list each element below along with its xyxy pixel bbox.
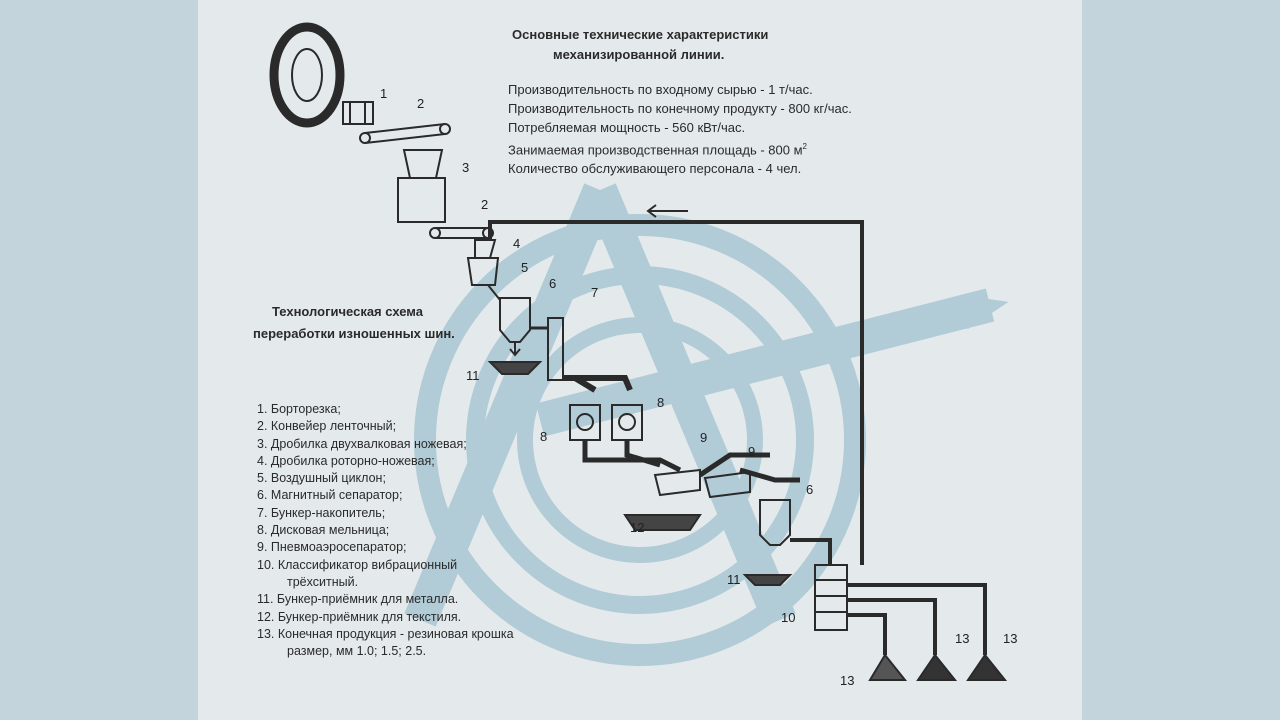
metal-bin-1 (487, 361, 543, 375)
spec-item: Потребляемая мощность - 560 кВт/час. (508, 120, 746, 135)
legend-item: 9. Пневмоаэросепаратор; (257, 540, 407, 555)
legend-item: 11. Бункер-приёмник для металла. (257, 592, 459, 607)
spec-item: Занимаемая производственная площадь - 80… (508, 137, 852, 159)
return-pipe (488, 220, 864, 565)
label-8: 8 (657, 395, 664, 410)
legend-item: 6. Магнитный сепаратор; (257, 488, 403, 503)
legend-item: 4. Дробилка роторно-ножевая; (257, 453, 435, 468)
superscript: 2 (802, 142, 807, 151)
product-bin-3 (966, 653, 1008, 681)
spec-item: Количество обслуживающего персонала - 4 … (508, 161, 802, 177)
vibrating-classifier (814, 564, 848, 631)
label-5: 5 (521, 260, 528, 275)
label-9: 9 (700, 430, 707, 445)
label-4: 4 (513, 236, 520, 251)
label-10: 10 (781, 610, 795, 625)
label-2: 2 (417, 96, 424, 111)
label-12: 12 (630, 520, 644, 535)
spec-item-text: Занимаемая производственная площадь - 80… (508, 142, 803, 158)
part-number-labels: 1 2 3 2 4 5 6 7 11 8 8 9 9 6 12 11 10 13… (380, 86, 1017, 688)
legend-item: 8. Дисковая мельница; (257, 523, 390, 538)
magnetic-separator-2 (759, 499, 791, 546)
product-bin-2 (916, 653, 958, 681)
conveyor-2 (429, 227, 494, 239)
label-1: 1 (380, 86, 387, 101)
air-separator-2 (703, 470, 751, 499)
equipment-drawing (269, 22, 1008, 681)
legend-item: 12. Бункер-приёмник для текстиля. (257, 609, 462, 624)
magnetic-separator-arrow (509, 342, 521, 357)
specs-title-line2: механизированной линии. (553, 47, 725, 62)
air-separator-1 (653, 468, 701, 497)
scheme-title: Технологическая схема (272, 304, 423, 319)
label-13: 13 (1003, 631, 1017, 646)
label-9: 9 (748, 444, 755, 459)
label-6: 6 (549, 276, 556, 291)
label-11: 11 (727, 572, 741, 587)
legend-item: 5. Воздушный циклон; (257, 471, 386, 486)
legend-item: 3. Дробилка двухвалковая ножевая; (257, 436, 467, 451)
label-13: 13 (955, 631, 969, 646)
spec-item: Производительность по конечному продукту… (508, 101, 852, 116)
legend-item: 10. Классификатор вибрационный (257, 557, 458, 572)
legend-item: 1. Борторезка; (257, 402, 341, 416)
legend-item: 2. Конвейер ленточный; (257, 419, 397, 434)
legend-item: размер, мм 1.0; 1.5; 2.5. (287, 644, 427, 659)
textile-bin (623, 514, 702, 531)
label-6: 6 (806, 482, 813, 497)
return-arrow (646, 204, 688, 218)
product-bin-1 (868, 653, 908, 681)
scheme-title-line2: переработки изношенных шин. (253, 326, 455, 341)
metal-bin-2 (742, 574, 793, 586)
cyclone (499, 297, 531, 343)
specs-title: Основные технические характеристики (512, 27, 769, 42)
two-shaft-crusher (397, 149, 446, 223)
conveyor-1 (359, 123, 451, 144)
label-2: 2 (481, 197, 488, 212)
specs-list: Производительность по входному сырью - 1… (508, 80, 852, 178)
legend-list: 1. Борторезка; 2. Конвейер ленточный; 3.… (257, 401, 514, 660)
label-7: 7 (591, 285, 598, 300)
legend-item: трёхситный. (287, 574, 359, 589)
label-8: 8 (540, 429, 547, 444)
spec-item: Производительность по входному сырью - 1… (508, 82, 813, 97)
label-11: 11 (466, 368, 480, 383)
legend-item: 13. Конечная продукция - резиновая крошк… (257, 626, 514, 641)
label-3: 3 (462, 160, 469, 175)
bead-cutter (342, 101, 374, 125)
watermark-logo (404, 183, 1009, 666)
label-13: 13 (840, 673, 854, 688)
tire-icon (269, 22, 345, 128)
legend-item: 7. Бункер-накопитель; (257, 505, 386, 520)
